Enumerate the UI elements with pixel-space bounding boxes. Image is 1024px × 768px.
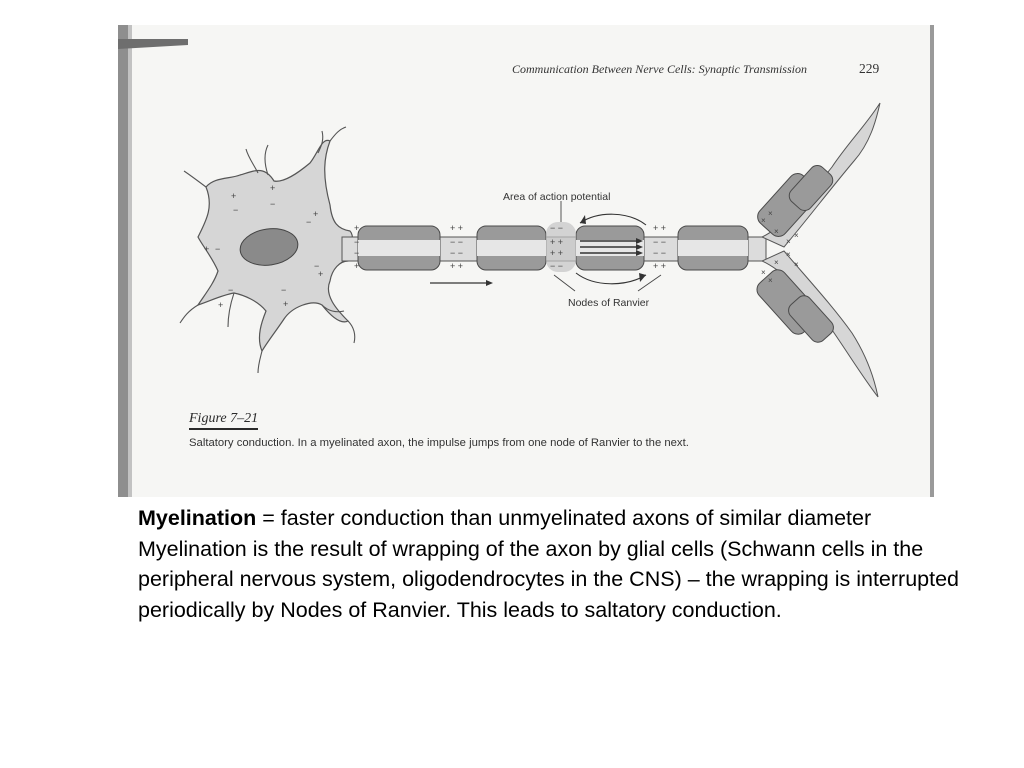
svg-text:− −: − − (550, 223, 563, 233)
nodes-pointer-left (554, 275, 575, 291)
page-shadow (118, 25, 128, 497)
svg-text:+ +: + + (550, 237, 563, 247)
svg-text:−: − (233, 205, 238, 215)
svg-text:×: × (768, 276, 773, 285)
svg-text:×: × (768, 209, 773, 218)
svg-text:×: × (761, 216, 766, 225)
svg-text:+ +: + + (450, 223, 463, 233)
svg-text:×: × (794, 231, 799, 240)
svg-text:+ +: + + (550, 248, 563, 258)
svg-text:− −: − − (653, 248, 666, 258)
svg-text:+ +: + + (450, 261, 463, 271)
svg-text:−: − (228, 285, 233, 295)
svg-text:×: × (786, 250, 791, 259)
svg-text:− −: − − (450, 237, 463, 247)
figure-title: Figure 7–21 (189, 411, 258, 430)
svg-text:−: − (306, 217, 311, 227)
svg-text:+: + (231, 191, 236, 201)
svg-text:− −: − − (450, 248, 463, 258)
definition-line: Myelination = faster conduction than unm… (138, 503, 968, 534)
svg-text:−: − (354, 248, 359, 258)
svg-text:+: + (270, 183, 275, 193)
explanation-paragraph: Myelination is the result of wrapping of… (138, 534, 968, 626)
svg-text:+: + (204, 244, 209, 254)
axon-terminals (762, 103, 880, 397)
svg-text:−: − (270, 199, 275, 209)
svg-text:×: × (786, 237, 791, 246)
svg-text:+: + (283, 299, 288, 309)
textbook-scan: + − + − + − + − − + − + + − + − − + + + … (118, 25, 934, 497)
svg-text:+: + (354, 261, 359, 271)
page-shadow-top (118, 39, 188, 49)
svg-text:×: × (761, 268, 766, 277)
svg-text:+ +: + + (653, 261, 666, 271)
figure-caption: Saltatory conduction. In a myelinated ax… (189, 435, 734, 451)
svg-text:+: + (313, 209, 318, 219)
definition-text: = faster conduction than unmyelinated ax… (256, 506, 871, 530)
svg-text:×: × (794, 260, 799, 269)
slide-body: Myelination = faster conduction than unm… (138, 503, 968, 625)
svg-text:×: × (774, 227, 779, 236)
label-nodes-of-ranvier: Nodes of Ranvier (568, 297, 650, 309)
svg-text:− −: − − (653, 237, 666, 247)
term-myelination: Myelination (138, 506, 256, 530)
svg-text:×: × (774, 258, 779, 267)
page-number: 229 (859, 61, 879, 77)
svg-text:− −: − − (550, 261, 563, 271)
svg-text:−: − (354, 237, 359, 247)
svg-text:+ +: + + (653, 223, 666, 233)
svg-text:−: − (215, 244, 220, 254)
running-header: Communication Between Nerve Cells: Synap… (512, 62, 807, 77)
svg-text:+: + (218, 300, 223, 310)
svg-text:+: + (354, 223, 359, 233)
svg-text:+: + (318, 269, 323, 279)
page-edge (930, 25, 934, 497)
svg-text:−: − (281, 285, 286, 295)
label-area-action-potential: Area of action potential (503, 191, 610, 203)
